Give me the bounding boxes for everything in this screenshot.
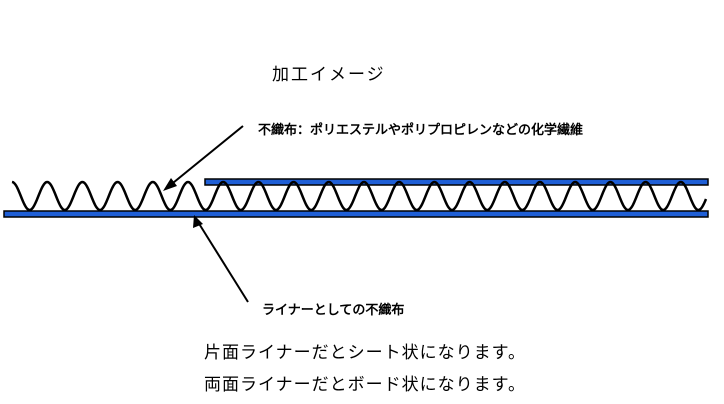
nonwoven-arrowhead (163, 178, 177, 191)
single-liner-note: 片面ライナーだとシート状になります。 (204, 343, 526, 363)
nonwoven-label: 不織布：ポリエステルやポリプロピレンなどの化学繊維 (258, 123, 584, 138)
top-liner (204, 178, 709, 186)
double-liner-note: 両面ライナーだとボード状になります。 (204, 375, 526, 395)
corrugated-nonwoven (11, 180, 708, 212)
diagram-title: 加工イメージ (272, 65, 386, 85)
bottom-liner (3, 210, 709, 218)
liner-label: ライナーとしての不織布 (262, 303, 405, 318)
liner-arrow (197, 221, 249, 303)
nonwoven-arrow (167, 125, 244, 188)
liner-arrowhead (193, 215, 203, 228)
